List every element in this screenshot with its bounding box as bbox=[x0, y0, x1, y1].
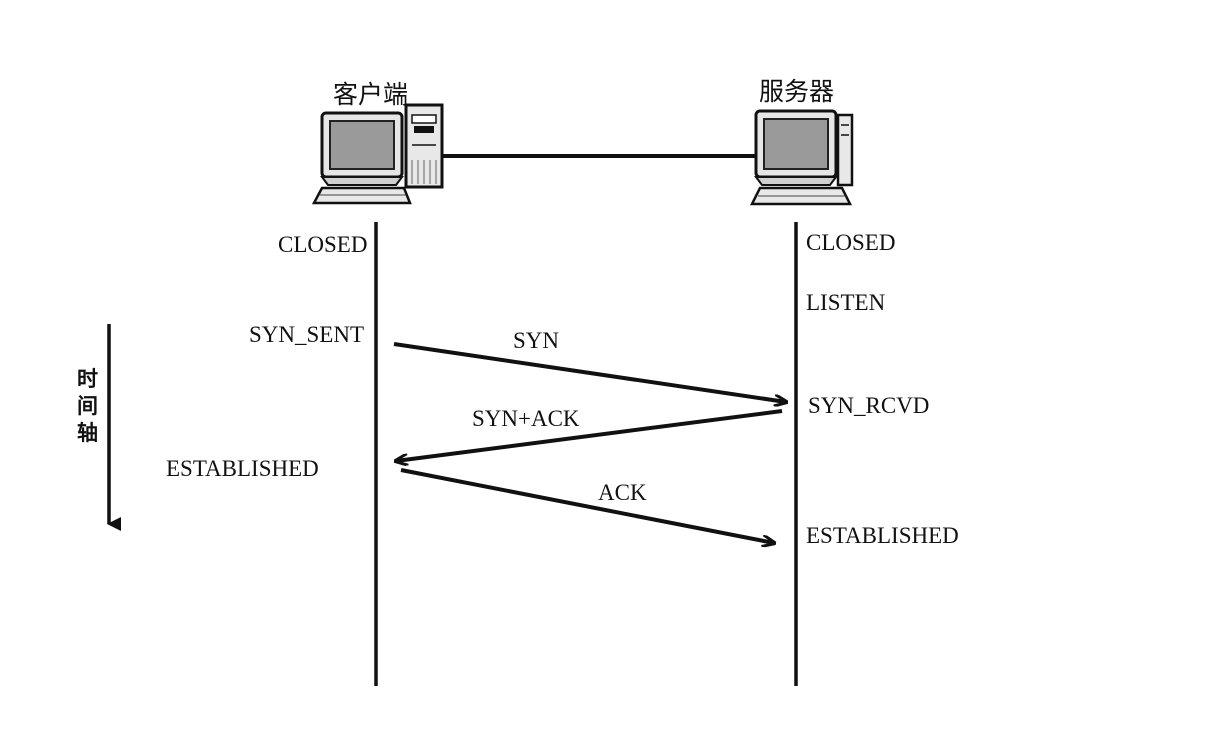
ack-arrow bbox=[400, 468, 774, 543]
ack-label: ACK bbox=[598, 480, 647, 505]
client-state-established: ESTABLISHED bbox=[166, 456, 319, 481]
client-state-closed: CLOSED bbox=[278, 232, 367, 257]
syn-label: SYN bbox=[513, 328, 559, 353]
server-state-listen: LISTEN bbox=[806, 290, 886, 315]
time-axis-char-2: 间 bbox=[77, 394, 98, 418]
syn-ack-label: SYN+ACK bbox=[472, 406, 580, 431]
syn-ack-arrow bbox=[396, 409, 783, 461]
client-title: 客户端 bbox=[333, 80, 408, 109]
time-axis-char-3: 轴 bbox=[77, 421, 98, 445]
syn-arrow bbox=[393, 342, 786, 402]
server-title: 服务器 bbox=[759, 77, 834, 106]
server-computer-icon bbox=[749, 109, 854, 206]
server-state-syn-rcvd: SYN_RCVD bbox=[808, 393, 929, 418]
server-state-established: ESTABLISHED bbox=[806, 523, 959, 548]
client-state-syn-sent: SYN_SENT bbox=[249, 322, 364, 347]
client-computer-icon bbox=[311, 103, 444, 205]
server-state-closed: CLOSED bbox=[806, 230, 895, 255]
time-axis-char-1: 时 bbox=[77, 367, 98, 391]
